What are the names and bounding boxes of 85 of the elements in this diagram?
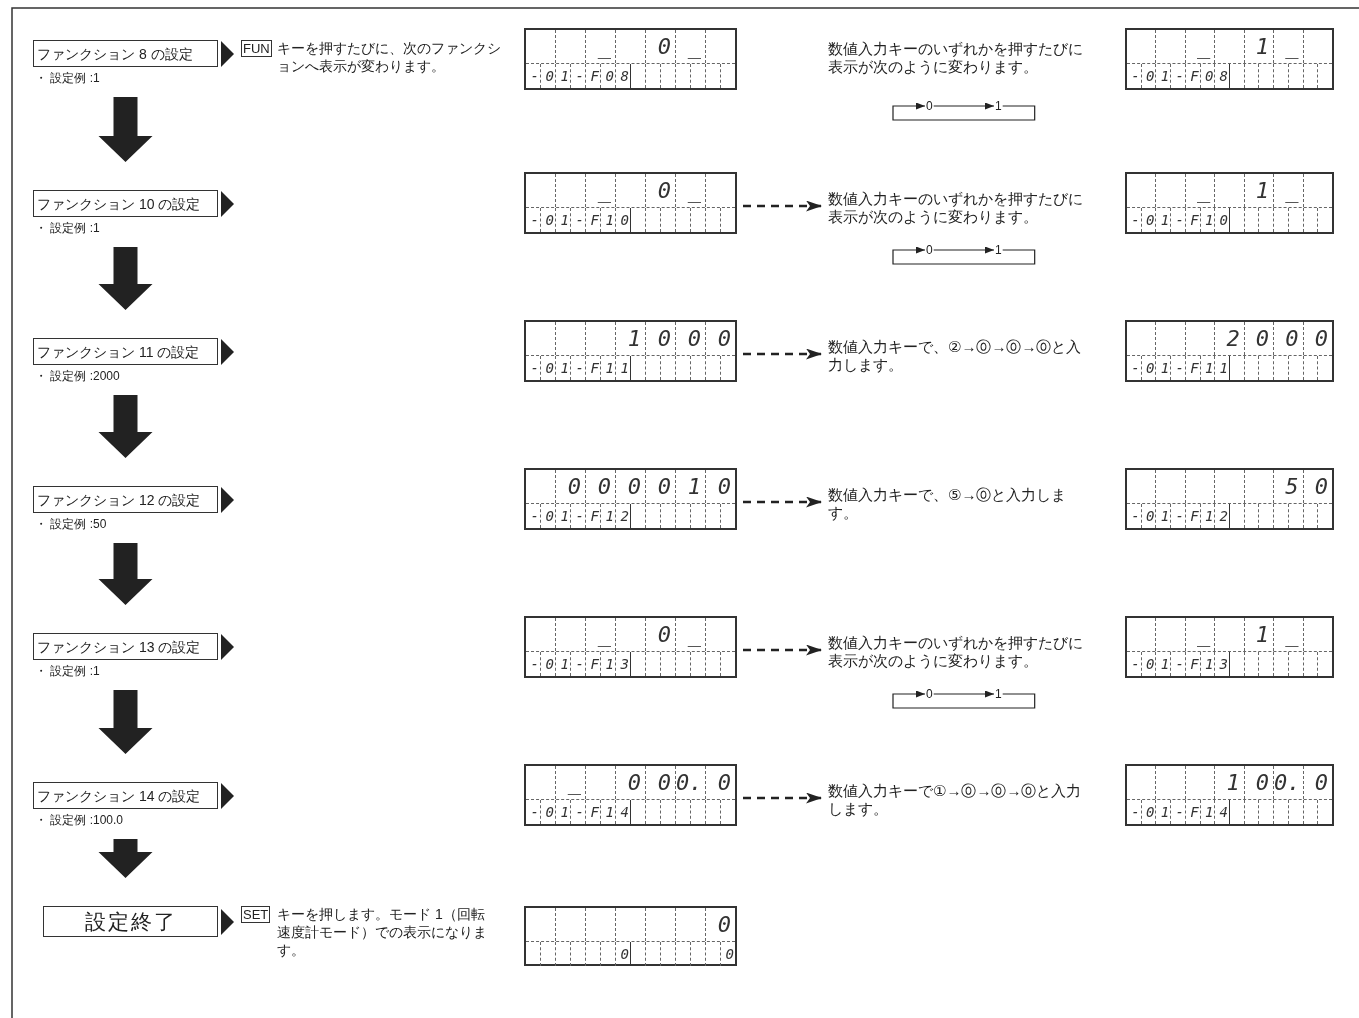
lcd-digits: 1 0 0 0 xyxy=(526,322,735,355)
lcd-display xyxy=(1125,320,1334,382)
dashed-arrow xyxy=(743,792,822,804)
lcd-display xyxy=(524,468,737,530)
example-value-text: ・ 設定例 :1 xyxy=(35,220,100,237)
lcd-digits: 1 0 0. 0 xyxy=(1127,766,1332,799)
cycle-arrow xyxy=(892,102,1036,121)
lcd-digits: _ 0 _ xyxy=(526,618,735,651)
step-box: ファンクション 12 の設定 xyxy=(33,486,218,513)
cycle-arrow xyxy=(933,690,995,698)
cycle-arrow xyxy=(892,246,1036,265)
example-value-text: ・ 設定例 :1 xyxy=(35,663,100,680)
lcd-digits: - 0 1 - F 1 3 xyxy=(1127,651,1332,676)
end-box: 設定終了 xyxy=(43,906,218,937)
lcd-digits: - 0 1 - F 0 8 xyxy=(526,63,735,88)
lcd-digits: - 0 1 - F 1 4 xyxy=(526,799,735,824)
dashed-arrow xyxy=(743,200,822,212)
lcd-digits: _ 0 0 0. 0 xyxy=(526,766,735,799)
lcd-display xyxy=(524,320,737,382)
dashed-arrow xyxy=(743,348,822,360)
note-text: キーを押すたびに、次のファンクションへ表示が変わります。 xyxy=(277,39,502,75)
instruction-text: 数値入力キーのいずれかを押すたびに表示が次のように変わります。 xyxy=(828,190,1090,226)
note-text: キーを押します。モード 1（回転速度計モード）での表示になります。 xyxy=(277,905,488,959)
flow-arrow xyxy=(98,839,153,878)
dashed-arrow xyxy=(743,496,822,508)
flow-arrow xyxy=(98,97,153,162)
cycle-value: 0 xyxy=(925,687,934,701)
instruction-text: 数値入力キーで、②→⓪→⓪→⓪と入力します。 xyxy=(828,338,1090,374)
lcd-digits: _ 1 _ xyxy=(1127,618,1332,651)
lcd-display xyxy=(524,764,737,826)
step-box: ファンクション 13 の設定 xyxy=(33,633,218,660)
instruction-text: 数値入力キーのいずれかを押すたびに表示が次のように変わります。 xyxy=(828,634,1090,670)
flow-arrow xyxy=(98,395,153,458)
example-value-text: ・ 設定例 :50 xyxy=(35,516,107,533)
lcd-display xyxy=(524,28,737,90)
instruction-text: 数値入力キーで①→⓪→⓪→⓪と入力します。 xyxy=(828,782,1090,818)
lcd-display xyxy=(1125,172,1334,234)
lcd-digits: - 0 1 - F 1 2 xyxy=(526,503,735,528)
lcd-digits: 5 0 xyxy=(1127,470,1332,503)
lcd-digits: - 0 1 - F 1 1 xyxy=(1127,355,1332,380)
lcd-display xyxy=(1125,28,1334,90)
flow-arrow xyxy=(98,543,153,605)
lcd-digits: - 0 1 - F 1 0 xyxy=(1127,207,1332,232)
lcd-digits: _ 0 _ xyxy=(526,174,735,207)
lcd-digits: - 0 1 - F 1 4 xyxy=(1127,799,1332,824)
key-label: FUN xyxy=(241,40,272,57)
lcd-display xyxy=(1125,468,1334,530)
lcd-digits: 0 0 0 0 1 0 xyxy=(526,470,735,503)
lcd-digits: 2 0 0 0 xyxy=(1127,322,1332,355)
lcd-display xyxy=(524,172,737,234)
cycle-arrow xyxy=(892,690,1036,709)
lcd-display xyxy=(524,616,737,678)
example-value-text: ・ 設定例 :2000 xyxy=(35,368,120,385)
flow-arrow xyxy=(98,690,153,754)
lcd-display xyxy=(1125,616,1334,678)
lcd-digits: _ 1 _ xyxy=(1127,174,1332,207)
example-value-text: ・ 設定例 :1 xyxy=(35,70,100,87)
example-value-text: ・ 設定例 :100.0 xyxy=(35,812,124,829)
instruction-text: 数値入力キーで、⑤→⓪と入力します。 xyxy=(828,486,1090,522)
lcd-digits: - 0 1 - F 1 2 xyxy=(1127,503,1332,528)
lcd-digits: - 0 1 - F 1 1 xyxy=(526,355,735,380)
flow-arrow xyxy=(98,247,153,310)
cycle-arrow xyxy=(933,102,995,110)
lcd-digits: 0 xyxy=(526,908,735,941)
cycle-value: 1 xyxy=(994,243,1003,257)
key-label: SET xyxy=(241,906,271,923)
lcd-display xyxy=(524,906,737,966)
lcd-digits: - 0 1 - F 1 0 xyxy=(526,207,735,232)
lcd-digits: 0 0 xyxy=(526,941,735,966)
step-box: ファンクション 10 の設定 xyxy=(33,190,218,217)
cycle-value: 1 xyxy=(994,99,1003,113)
step-box: ファンクション 14 の設定 xyxy=(33,782,218,809)
step-box: ファンクション 11 の設定 xyxy=(33,338,218,365)
step-box: ファンクション 8 の設定 xyxy=(33,40,218,67)
lcd-digits: _ 0 _ xyxy=(526,30,735,63)
lcd-digits: - 0 1 - F 1 3 xyxy=(526,651,735,676)
cycle-value: 0 xyxy=(925,99,934,113)
dashed-arrow xyxy=(743,644,822,656)
lcd-digits: _ 1 _ xyxy=(1127,30,1332,63)
cycle-value: 0 xyxy=(925,243,934,257)
lcd-digits: - 0 1 - F 0 8 xyxy=(1127,63,1332,88)
lcd-display xyxy=(1125,764,1334,826)
cycle-value: 1 xyxy=(994,687,1003,701)
instruction-text: 数値入力キーのいずれかを押すたびに表示が次のように変わります。 xyxy=(828,40,1090,76)
cycle-arrow xyxy=(933,246,995,254)
